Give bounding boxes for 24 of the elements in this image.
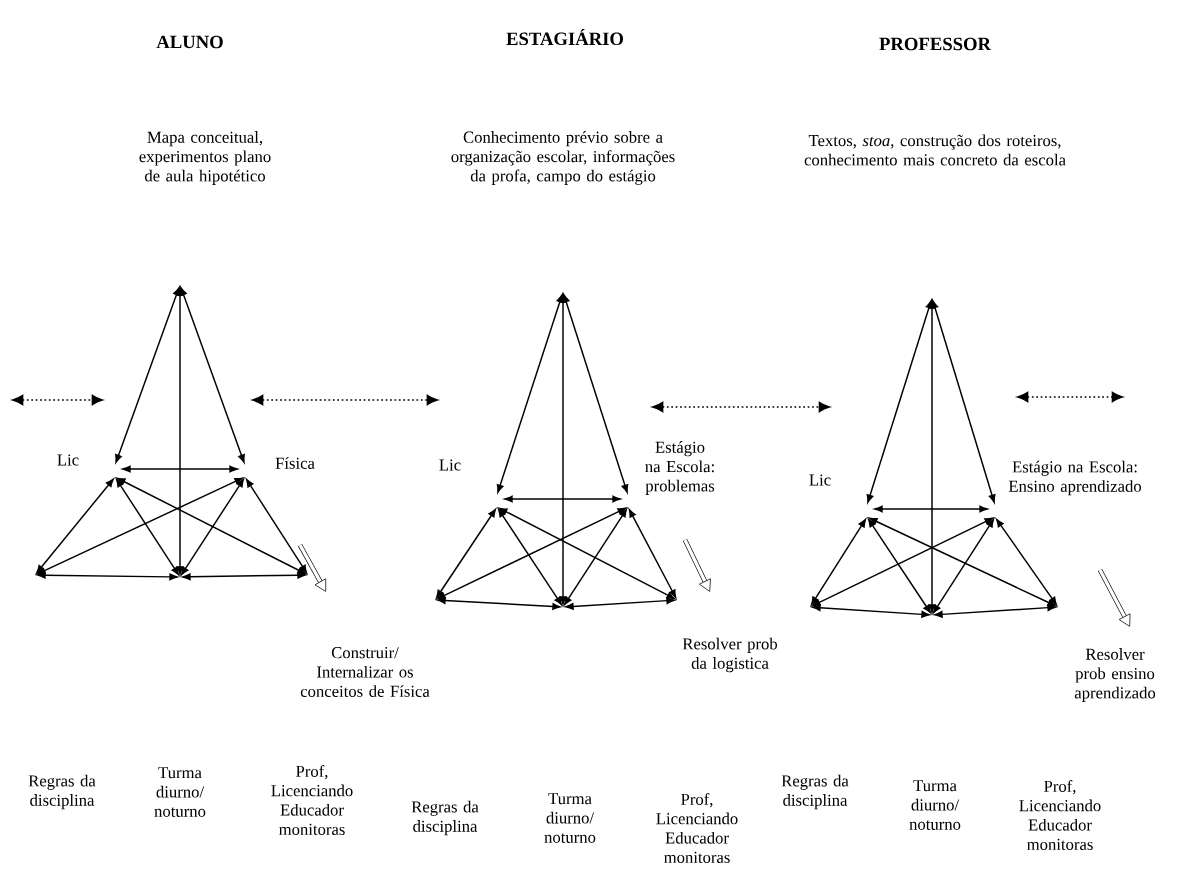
outcome-label: Resolver prob da logistica <box>682 637 778 673</box>
vertex-label: Lic <box>439 459 461 471</box>
vertex-label: Prof, Licenciando Educador monitoras <box>656 793 738 863</box>
outcome-label: Construir/ Internalizar os conceitos de Física <box>300 647 430 697</box>
vertex-label: Estágio na Escola: Ensino aprendizado <box>1008 460 1142 496</box>
vertex-label: Física <box>275 457 315 469</box>
vertex-label: Prof, Licenciando Educador monitoras <box>1019 780 1101 850</box>
text-label: Conhecimento prévio sobre a organização escolar, informações da profa, campo do estágio <box>451 131 675 185</box>
column-heading: ALUNO <box>156 35 223 49</box>
vertex-label: Regras da disciplina <box>411 800 479 836</box>
text-label: Mapa conceitual, experimentos plano de aula hipotético <box>139 131 271 185</box>
vertex-label: Estágio na Escola: problemas <box>645 441 715 495</box>
vertex-label: Prof, Licenciando Educador monitoras <box>271 765 353 835</box>
vertex-label: Turma diurno/ noturno <box>154 767 206 817</box>
vertex-label: Turma diurno/ noturno <box>544 793 596 843</box>
vertex-label: Lic <box>809 474 831 486</box>
outcome-label: Resolver prob ensino aprendizado <box>1074 648 1156 702</box>
vertex-label: Regras da disciplina <box>28 774 96 810</box>
column-heading: ESTAGIÁRIO <box>506 28 624 46</box>
column-heading: PROFESSOR <box>879 37 992 51</box>
vertex-label: Regras da disciplina <box>781 774 849 810</box>
text-label: Textos, stoa, construção dos roteiros, conhecimento mais concreto da escola <box>804 134 1066 166</box>
vertex-label: Turma diurno/ noturno <box>909 780 961 830</box>
vertex-label: Lic <box>57 454 79 466</box>
